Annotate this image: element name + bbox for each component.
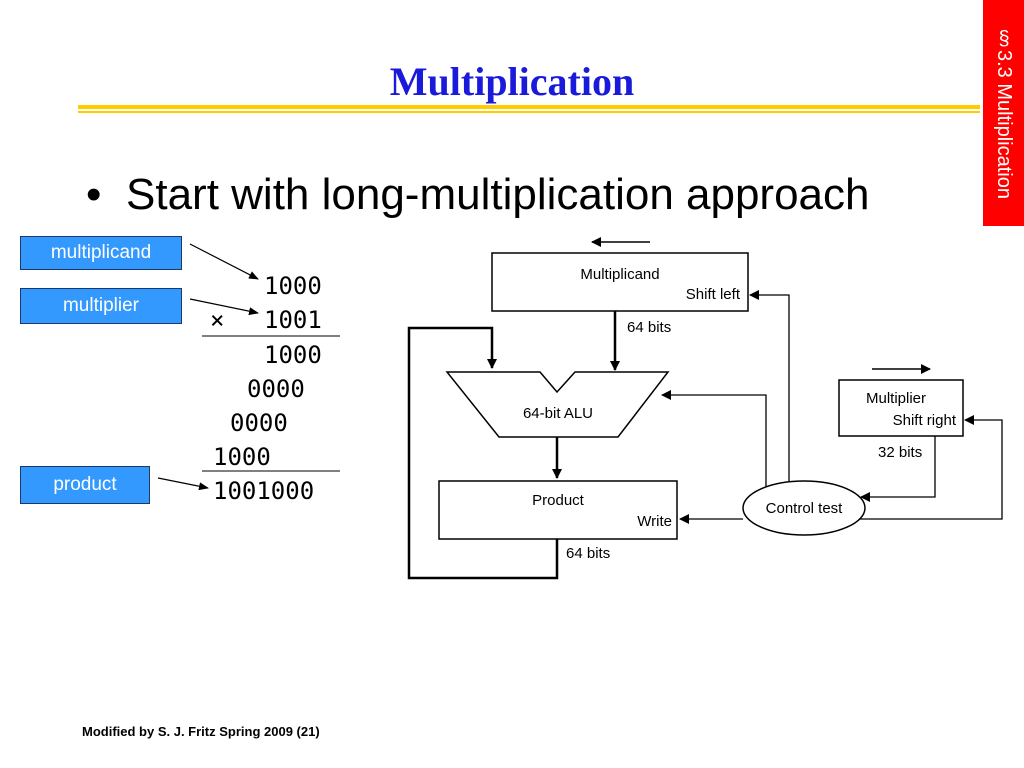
multiplier-bus-arrow (860, 436, 936, 502)
product-register (438, 480, 678, 540)
lm-multiplier: 1001 (264, 306, 322, 334)
multiplier-register-name: Multiplier (866, 390, 926, 407)
product-register-action: Write (637, 513, 672, 530)
lm-times-sign: × (210, 306, 225, 334)
multiplicand-label: multiplicand (50, 242, 152, 263)
multiplicand-bus-label: 64 bits (627, 319, 671, 336)
multiplicand-pointer-arrow (189, 243, 259, 280)
control-to-multiplier-shift (860, 415, 1003, 520)
section-tab-label: §3.3 Multiplication (993, 27, 1015, 199)
lm-partial-4: 1000 (213, 443, 271, 471)
multiplier-label: multiplier (62, 295, 140, 316)
alu-label: 64-bit ALU (523, 405, 593, 422)
lm-multiplicand: 1000 (264, 272, 322, 300)
title-rule-thin (78, 111, 980, 113)
multiplicand-register-action: Shift left (686, 286, 741, 303)
product-pointer-arrow (157, 477, 209, 491)
alu-shape (445, 371, 670, 438)
product-register-name: Product (532, 492, 585, 509)
multiplier-bus-label: 32 bits (878, 444, 922, 461)
multiplier-register-action: Shift right (893, 412, 957, 429)
multiplier-label-box: multiplier (20, 288, 182, 324)
product-bus-label: 64 bits (566, 545, 610, 562)
control-test-unit (742, 480, 866, 536)
product-feedback-loop (407, 326, 559, 580)
slide-footer: Modified by S. J. Fritz Spring 2009 (21) (82, 724, 320, 739)
bullet-marker: • (86, 170, 102, 219)
multiplier-pointer-arrow (189, 298, 259, 316)
title-rule-thick (78, 105, 980, 109)
product-label: product (53, 474, 117, 495)
multiplicand-label-box: multiplicand (20, 236, 182, 270)
bullet-text: Start with long-multiplication approach (126, 170, 870, 219)
control-to-multiplicand-shift (749, 290, 790, 481)
section-tab: §3.3 Multiplication (983, 0, 1024, 226)
lm-partial-1: 1000 (264, 341, 322, 369)
control-to-alu (661, 390, 767, 487)
slide-title: Multiplication (389, 59, 635, 104)
lm-partial-2: 0000 (247, 375, 305, 403)
multiplicand-register-name: Multiplicand (580, 266, 659, 283)
lm-partial-3: 0000 (230, 409, 288, 437)
multiplicand-register (491, 252, 749, 312)
lm-product: 1001000 (213, 477, 315, 505)
control-test-label: Control test (766, 500, 844, 517)
multiplier-register (838, 379, 964, 437)
product-label-box: product (20, 466, 150, 504)
